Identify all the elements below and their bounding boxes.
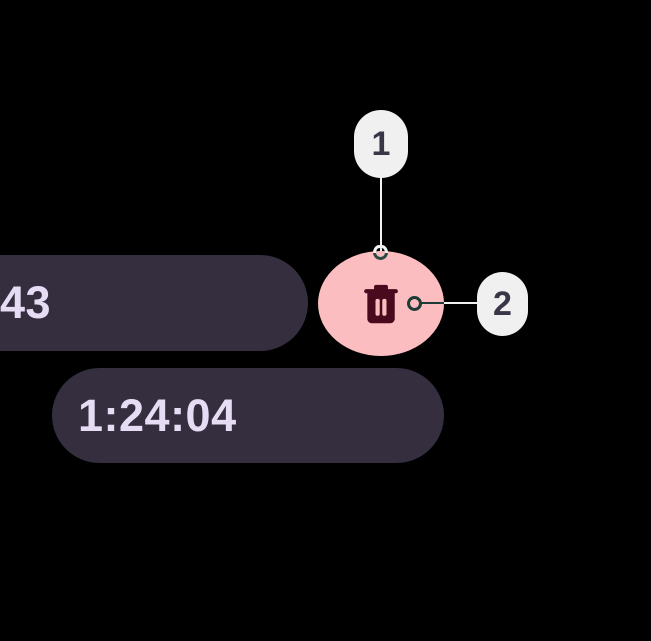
connector-line-badge-1 <box>380 176 382 254</box>
annotation-badge-2-label: 2 <box>493 284 512 323</box>
annotation-badge-1-label: 1 <box>371 124 391 163</box>
duration-label-text: 1:24:04 <box>78 389 237 441</box>
annotation-badge-1[interactable]: 1 <box>354 110 408 178</box>
connector-line-badge-2-inner <box>420 302 446 304</box>
duration-label-pill: 1:24:04 <box>52 368 444 463</box>
connector-line-badge-2-outer <box>444 302 483 304</box>
anchor-ring-top[interactable] <box>373 245 388 260</box>
trash-icon <box>359 282 403 326</box>
count-label-pill: 43 <box>0 255 308 351</box>
annotation-badge-2[interactable]: 2 <box>477 272 528 336</box>
count-label-text: 43 <box>0 277 52 328</box>
